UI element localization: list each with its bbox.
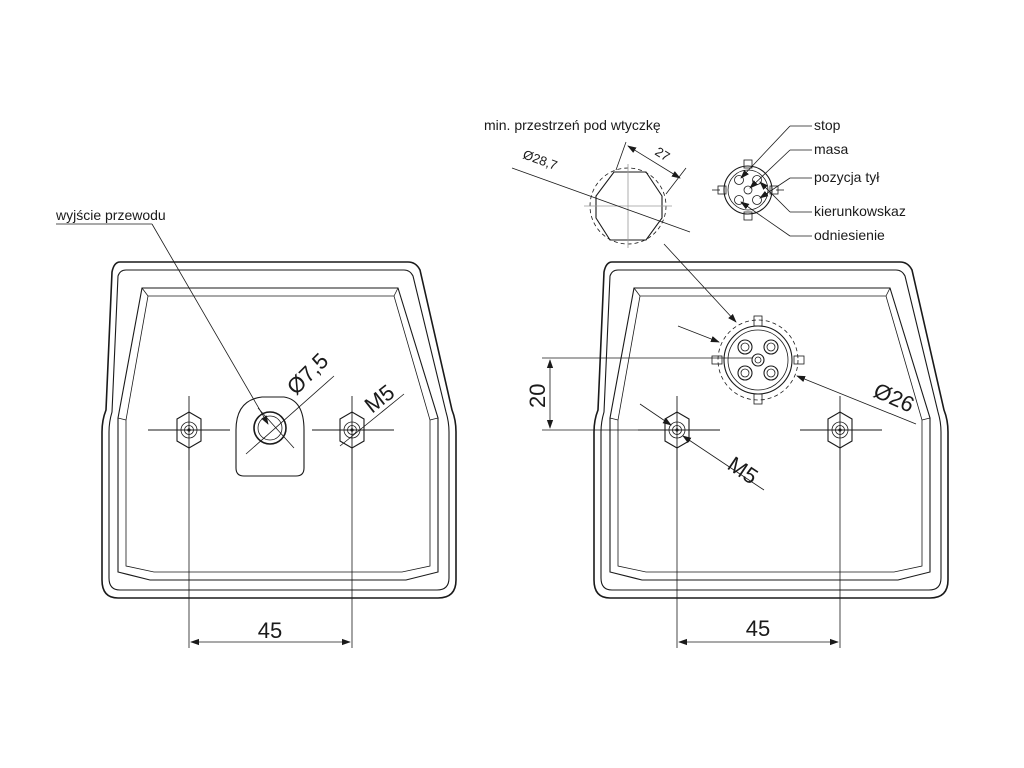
pin-layout-detail: stop masa pozycja tył kierunkowskaz odni… bbox=[712, 117, 906, 243]
plug-diameter-value: Ø28,7 bbox=[521, 147, 559, 173]
offset-value: 20 bbox=[525, 384, 550, 408]
right-spacing-dimension: 45 bbox=[676, 448, 841, 648]
left-spacing-dimension: 45 bbox=[188, 448, 353, 648]
left-cable-callout: wyjście przewodu bbox=[55, 207, 269, 425]
left-spacing-value: 45 bbox=[258, 618, 282, 643]
pin-turn-signal-label: kierunkowskaz bbox=[814, 203, 906, 219]
thread-right-value: M5 bbox=[723, 451, 762, 489]
plug-space-detail: min. przestrzeń pod wtyczkę Ø28,7 27 bbox=[484, 117, 737, 323]
right-stud-left bbox=[638, 396, 720, 470]
socket-diameter-dimension: Ø26 bbox=[677, 325, 918, 425]
plug-flat-value: 27 bbox=[652, 144, 672, 164]
plug-space-label: min. przestrzeń pod wtyczkę bbox=[484, 117, 661, 133]
pin-stop-label: stop bbox=[814, 117, 841, 133]
right-socket bbox=[711, 315, 805, 405]
left-cable-boss bbox=[235, 396, 305, 477]
pin-rear-position-label: pozycja tył bbox=[814, 169, 880, 185]
left-housing bbox=[101, 261, 457, 599]
left-hole-dimension: Ø7,5 bbox=[245, 348, 335, 455]
right-thread-dimension: M5 bbox=[639, 403, 765, 491]
left-stud-right bbox=[312, 396, 394, 470]
left-stud-left bbox=[148, 396, 230, 470]
right-stud-right bbox=[800, 396, 882, 470]
right-spacing-value: 45 bbox=[746, 616, 770, 641]
left-thread-dimension: M5 bbox=[339, 379, 405, 447]
socket-diameter-value: Ø26 bbox=[870, 378, 918, 418]
hole-diameter-value: Ø7,5 bbox=[282, 348, 333, 399]
thread-left-value: M5 bbox=[360, 379, 399, 418]
cable-exit-label: wyjście przewodu bbox=[55, 207, 166, 223]
pin-ground-label: masa bbox=[814, 141, 848, 157]
pin-reversing-label: odniesienie bbox=[814, 227, 885, 243]
right-housing bbox=[593, 261, 949, 599]
offset-dimension: 20 bbox=[525, 357, 752, 431]
